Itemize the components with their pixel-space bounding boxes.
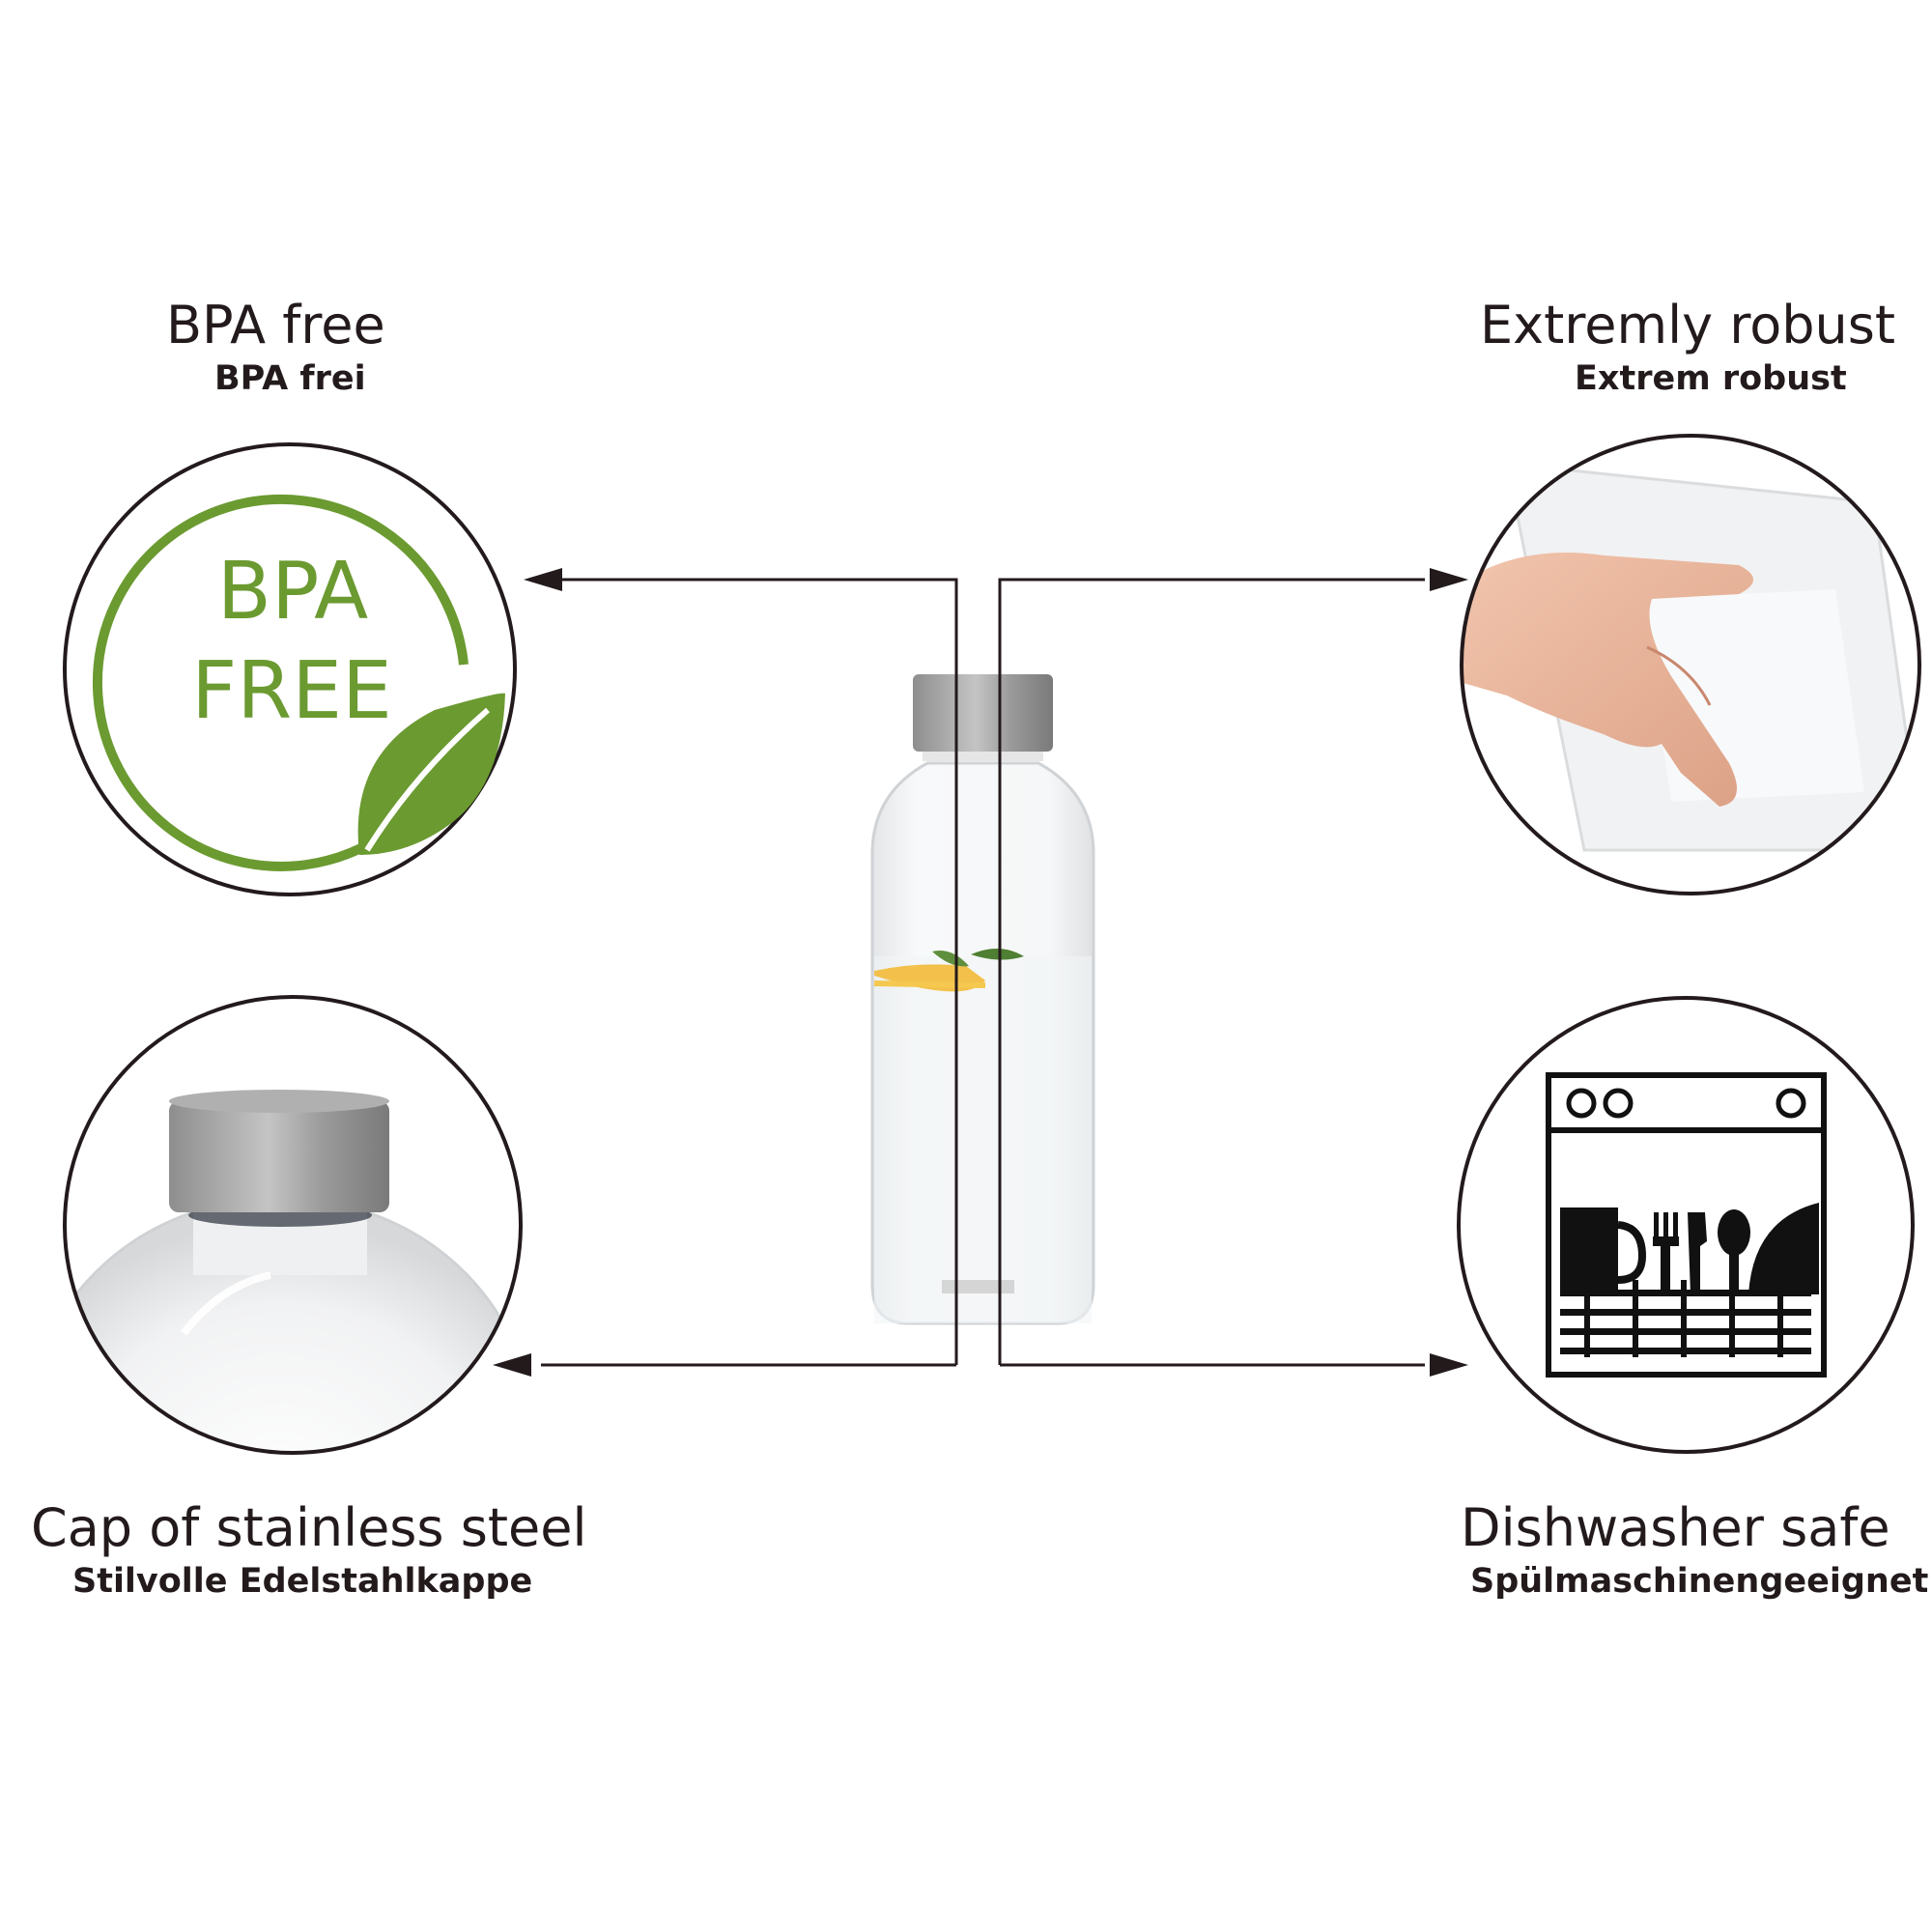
arrow-right-icon — [1430, 568, 1468, 591]
dishwasher-circle — [1457, 996, 1915, 1454]
cap-subtitle: Stilvolle Edelstahlkappe — [72, 1562, 533, 1601]
arrow-left-icon — [524, 568, 562, 591]
cap-title: Cap of stainless steel — [31, 1497, 587, 1558]
robust-photo-circle — [1460, 434, 1921, 895]
badge-free-text: FREE — [191, 645, 392, 737]
leaf-icon — [357, 693, 505, 855]
bpa-free-subtitle: BPA frei — [214, 359, 366, 398]
dishwasher-title: Dishwasher safe — [1461, 1497, 1890, 1558]
bottle-image — [870, 674, 1095, 1325]
cap-photo-circle — [63, 995, 523, 1455]
arrow-right-icon — [1430, 1353, 1468, 1377]
bpa-free-circle: BPA FREE — [63, 442, 517, 896]
dishwasher-subtitle: Spülmaschinengeeignet — [1470, 1562, 1929, 1601]
robust-subtitle: Extrem robust — [1575, 359, 1847, 398]
arrow-left-icon — [493, 1353, 531, 1377]
connector-lines — [541, 578, 1425, 1367]
dishwasher-icon — [1546, 1072, 1827, 1378]
bpa-free-title: BPA free — [166, 295, 385, 355]
badge-bpa-text: BPA — [217, 546, 369, 638]
robust-title: Extremly robust — [1480, 295, 1896, 355]
